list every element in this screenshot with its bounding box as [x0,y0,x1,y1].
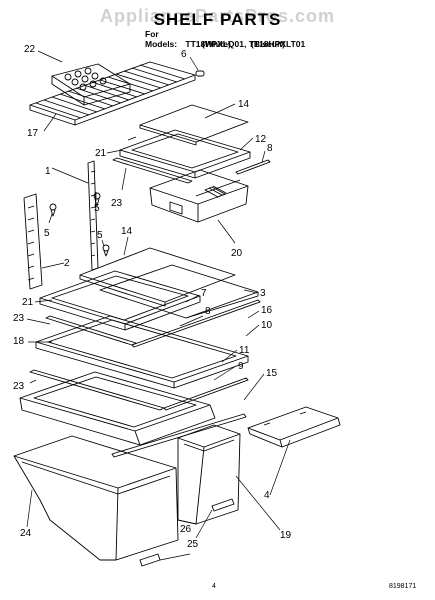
lower-shelf-frame [39,270,261,348]
callout-leaders [26,50,291,561]
callout-5: 5 [97,230,103,241]
callout-25: 25 [187,539,199,550]
callout-5: 5 [94,203,100,214]
crisper-frame [19,371,247,458]
callout-23: 23 [111,198,123,209]
right-crisper-drawer [177,424,241,525]
callout-17: 17 [27,128,39,139]
lower-glass-shelf [79,247,236,307]
shelf-stop [195,70,205,77]
biscuit-label: (Biscuit) [251,39,285,49]
deli-drawer [149,169,249,223]
callout-26: 26 [180,524,192,535]
models-lead: For Models: [145,29,178,49]
callout-18: 18 [13,336,25,347]
callout-22: 22 [24,44,36,55]
callout-2: 2 [64,258,70,269]
callout-23: 23 [13,313,25,324]
callout-24: 24 [20,528,32,539]
callout-16: 16 [261,305,273,316]
left-shelf-rail [87,160,99,271]
callout-20: 20 [231,248,243,259]
callout-7: 7 [201,288,207,299]
callout-8: 8 [205,306,211,317]
wire-shelf [29,61,196,126]
humidity-control [247,406,341,448]
callout-8: 8 [267,143,273,154]
callout-21: 21 [95,148,107,159]
rail-screws [49,192,110,257]
callout-14: 14 [121,226,133,237]
callout-12: 12 [255,134,267,145]
upper-shelf-frame [112,129,271,184]
callout-19: 19 [280,530,292,541]
callout-numbers: 22 6 14 12 17 21 8 23 1 5 20 5 5 14 2 3 … [13,44,292,550]
callout-5: 5 [44,228,50,239]
callout-9: 9 [238,361,244,372]
callout-21: 21 [22,297,34,308]
page-title: SHELF PARTS [153,10,282,29]
callout-10: 10 [261,320,273,331]
callout-6: 6 [181,49,187,60]
crisper-cover [29,315,249,411]
white-label: (White) [202,39,231,49]
callout-23: 23 [13,381,25,392]
model-info: For Models: TT18HPXLQ01, TT18HPXLT01 (Wh… [145,29,306,49]
watermark: AppliancePartsPros.com [99,6,336,26]
white-model-number: TT18HPXLQ01 [185,39,244,49]
biscuit-model-number: TT18HPXLT01 [248,39,306,49]
back-shelf-frame [99,264,259,319]
callout-11: 11 [239,345,250,356]
callout-3: 3 [260,288,266,299]
callout-1: 1 [45,166,51,177]
document-number: 8198171 [389,583,417,590]
upper-glass-shelf [139,104,249,146]
callout-4: 4 [264,490,270,501]
rear-shelf-rail [23,193,43,290]
callout-15: 15 [266,368,278,379]
callout-14: 14 [238,99,250,110]
left-crisper-drawer [13,435,179,561]
page-number: 4 [212,583,216,590]
